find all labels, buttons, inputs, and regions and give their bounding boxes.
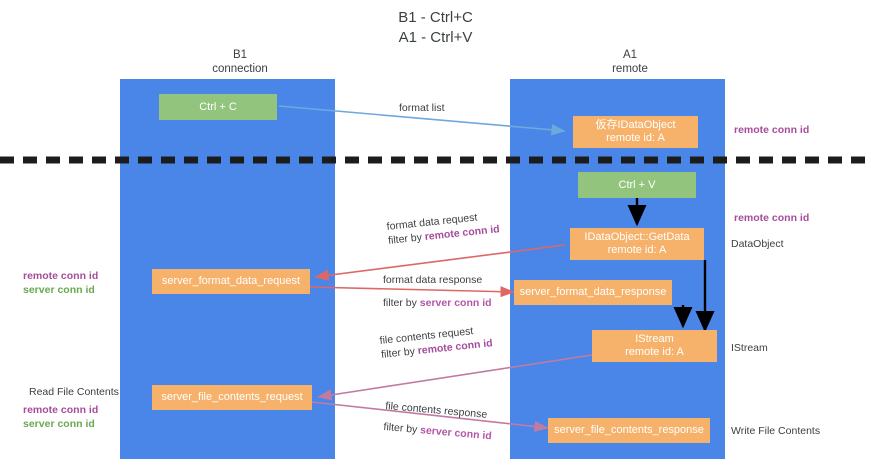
node-istream-line2: remote id: A (625, 346, 684, 358)
node-idataobject[interactable]: 仮存IDataObject remote id: A (573, 116, 698, 148)
annotation-left-low-remote: remote conn id (23, 404, 99, 416)
node-server-file-contents-request[interactable]: server_file_contents_request (152, 385, 312, 410)
annotation-left-low-server: server conn id (23, 418, 95, 430)
edge-label-format-list-text: format list (399, 102, 445, 114)
annotation-left-read-file-text: Read File Contents (29, 386, 119, 398)
edge-label-file-contents-request: file contents request filter by remote c… (379, 322, 493, 362)
node-idataobject-line1: 仮存IDataObject (595, 119, 676, 131)
annotation-left-mid-remote: remote conn id (23, 270, 99, 282)
annotation-right-top-conn: remote conn id (734, 123, 809, 137)
edge-label-format-list: format list (399, 101, 445, 115)
column-header-a1-line1: A1 (622, 49, 638, 61)
annotation-right-dataobject: DataObject (731, 237, 784, 251)
edge-label-format-data-response-value: server conn id (419, 297, 492, 309)
edge-label-format-data-response-prefix: filter by (383, 297, 420, 309)
node-server-format-data-response-label: server_format_data_response (519, 286, 667, 298)
annotation-right-top-conn-text: remote conn id (734, 124, 810, 136)
column-header-a1-line2: remote (612, 63, 648, 75)
column-header-a1: A1 remote (540, 48, 720, 76)
edge-label-file-contents-request-prefix: filter by (380, 345, 419, 361)
node-server-file-contents-response-label: server_file_contents_response (554, 424, 704, 436)
node-istream-line1: IStream (635, 333, 674, 345)
annotation-left-low-ids: remote conn id server conn id (23, 403, 98, 431)
edge-label-file-contents-response: file contents response filter by server … (383, 399, 494, 443)
node-ctrl-v-label: Ctrl + V (618, 178, 656, 191)
annotation-right-istream-text: IStream (731, 342, 768, 354)
node-server-format-data-request-label: server_format_data_request (161, 275, 301, 287)
title-line-1: B1 - Ctrl+C (398, 9, 473, 26)
node-server-format-data-request[interactable]: server_format_data_request (152, 269, 310, 294)
edge-label-format-data-response: format data response filter by server co… (383, 273, 492, 310)
node-server-format-data-response[interactable]: server_format_data_response (514, 280, 672, 305)
column-header-b1: B1 connection (150, 48, 330, 76)
annotation-right-dataobject-text: DataObject (731, 238, 784, 250)
node-ctrl-c[interactable]: Ctrl + C (159, 94, 277, 120)
edge-label-format-data-response-line2: filter by server conn id (383, 296, 492, 310)
node-idataobject-getdata-line2: remote id: A (607, 244, 667, 256)
column-header-b1-line1: B1 (232, 49, 248, 61)
annotation-right-mid-conn-text: remote conn id (734, 212, 810, 224)
annotation-right-write-file: Write File Contents (731, 424, 820, 438)
diagram-title: B1 - Ctrl+C A1 - Ctrl+V (0, 8, 871, 48)
annotation-right-write-file-text: Write File Contents (731, 425, 821, 437)
column-header-b1-line2: connection (212, 63, 268, 75)
node-istream[interactable]: IStream remote id: A (592, 330, 717, 362)
annotation-right-mid-conn: remote conn id (734, 211, 809, 225)
edge-label-format-data-response-line1: format data response (383, 274, 483, 286)
annotation-left-mid-ids: remote conn id server conn id (23, 269, 98, 297)
edge-label-file-contents-response-line2: filter by server conn id (383, 420, 492, 443)
edge-label-format-data-request-prefix: filter by (387, 231, 426, 247)
annotation-left-read-file: Read File Contents (29, 385, 119, 399)
node-idataobject-getdata-line1: IDataObject::GetData (584, 231, 690, 243)
node-ctrl-c-label: Ctrl + C (199, 100, 237, 113)
title-line-2: A1 - Ctrl+V (398, 29, 473, 46)
node-idataobject-getdata[interactable]: IDataObject::GetData remote id: A (570, 228, 704, 260)
node-ctrl-v[interactable]: Ctrl + V (578, 172, 696, 198)
node-server-file-contents-response[interactable]: server_file_contents_response (548, 418, 710, 443)
edge-label-file-contents-response-prefix: filter by (383, 420, 421, 437)
node-idataobject-line2: remote id: A (606, 132, 665, 144)
annotation-left-mid-server: server conn id (23, 284, 95, 296)
node-server-file-contents-request-label: server_file_contents_request (161, 391, 303, 403)
annotation-right-istream: IStream (731, 341, 768, 355)
edge-label-format-data-request: format data request filter by remote con… (386, 208, 500, 248)
edge-label-file-contents-response-value: server conn id (419, 424, 493, 443)
edge-label-file-contents-response-line1: file contents response (384, 399, 488, 421)
